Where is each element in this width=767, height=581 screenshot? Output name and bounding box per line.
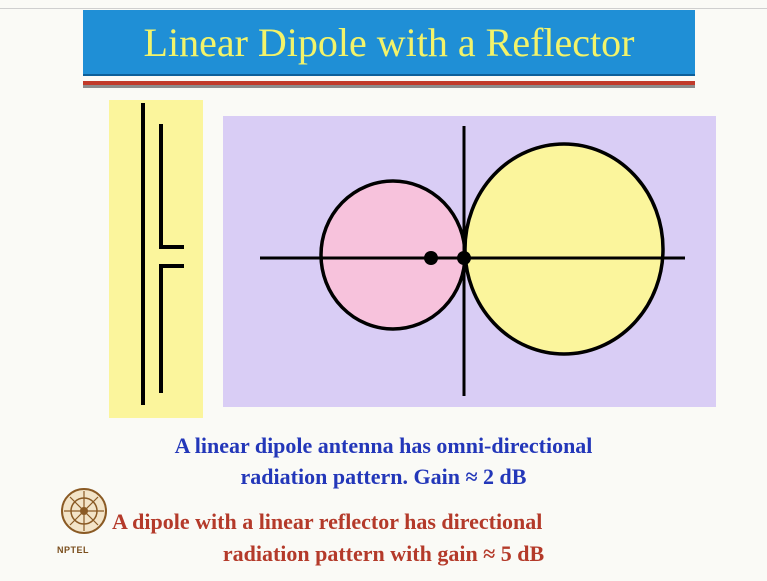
nptel-logo-text: NPTEL (57, 545, 90, 555)
top-border-line (0, 8, 767, 9)
description-line-4: radiation pattern with gain ≈ 5 dB (222, 541, 545, 566)
description-line-1: A linear dipole antenna has omni-directi… (174, 433, 593, 458)
dipole-upper-element (159, 124, 184, 249)
description-line-2: radiation pattern. Gain ≈ 2 dB (240, 464, 527, 489)
description-line-3: A dipole with a linear reflector has dir… (112, 509, 543, 534)
dipole-point (457, 251, 471, 265)
antenna-diagram-panel (109, 100, 203, 418)
title-underline (83, 81, 695, 85)
slide-title: Linear Dipole with a Reflector (83, 10, 695, 76)
front-lobe (463, 142, 665, 356)
dipole-lower-element (159, 264, 184, 393)
nptel-logo-icon (61, 488, 107, 534)
reflector-point (424, 251, 438, 265)
title-underline-shadow (83, 85, 695, 88)
back-lobe (319, 179, 467, 331)
slide-title-text: Linear Dipole with a Reflector (143, 19, 635, 65)
